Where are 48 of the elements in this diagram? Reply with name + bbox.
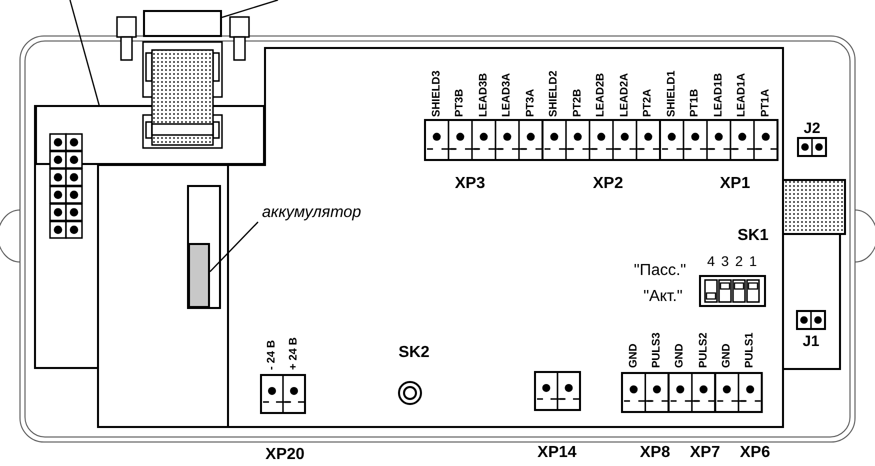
connector-label: XP20: [265, 447, 305, 463]
pin-label: PT1B: [690, 88, 701, 117]
switch-number: 3: [721, 254, 729, 268]
pin-label: PT2A: [642, 88, 654, 117]
connector-label: XP1: [720, 176, 750, 192]
connector-label: XP2: [592, 176, 624, 192]
board-section: [35, 105, 265, 165]
pin-label: + 24 В: [288, 337, 300, 370]
switch-number: 2: [735, 254, 743, 268]
pin-label: LEAD3B: [478, 72, 490, 117]
leader-line: [222, 0, 278, 18]
leader-line: [210, 222, 258, 272]
pin-label: PT1A: [760, 88, 772, 117]
pin-label: PULS1: [744, 332, 756, 368]
mode-label: "Акт.": [643, 289, 683, 305]
pin-label: GND: [628, 344, 640, 368]
component-label: SK2: [398, 345, 430, 361]
pin-label: LEAD2A: [619, 72, 630, 117]
leader-line: [69, 0, 100, 106]
pin-label: LEAD3A: [502, 72, 513, 117]
pin-label: - 24 В: [266, 340, 278, 370]
pin-label: SHIELD2: [548, 70, 560, 117]
pin-label: GND: [722, 344, 732, 368]
mode-label: "Пасс.": [634, 263, 686, 279]
pin-label: LEAD1B: [713, 72, 724, 117]
switch-number: 1: [749, 254, 757, 268]
pin-label: LEAD1A: [736, 72, 748, 117]
jumper-label: J1: [802, 334, 820, 349]
pin-label: PT2B: [572, 88, 584, 117]
pin-label: SHIELD1: [666, 70, 678, 117]
component-label: SK1: [737, 228, 769, 244]
battery-cell: [188, 243, 210, 308]
pin-label: GND: [674, 344, 686, 368]
component-label: аккумулятор: [262, 204, 362, 222]
connector-housing: [143, 10, 222, 37]
pin-label: PULS2: [698, 332, 710, 368]
connector-label: XP6: [740, 445, 770, 461]
jumper-label: J2: [804, 121, 820, 136]
pin-label: SHIELD3: [431, 70, 442, 117]
pin-label: LEAD2B: [596, 72, 607, 117]
switch-number: 4: [707, 254, 715, 268]
connector-label: XP14: [537, 445, 577, 461]
pin-label: PT3B: [454, 88, 466, 117]
pin-label: PT3A: [525, 88, 536, 117]
connector-label: XP8: [640, 445, 670, 461]
pin-label: PULS3: [652, 332, 662, 368]
connector-label: XP7: [690, 445, 720, 461]
connector-label: XP3: [454, 176, 486, 192]
